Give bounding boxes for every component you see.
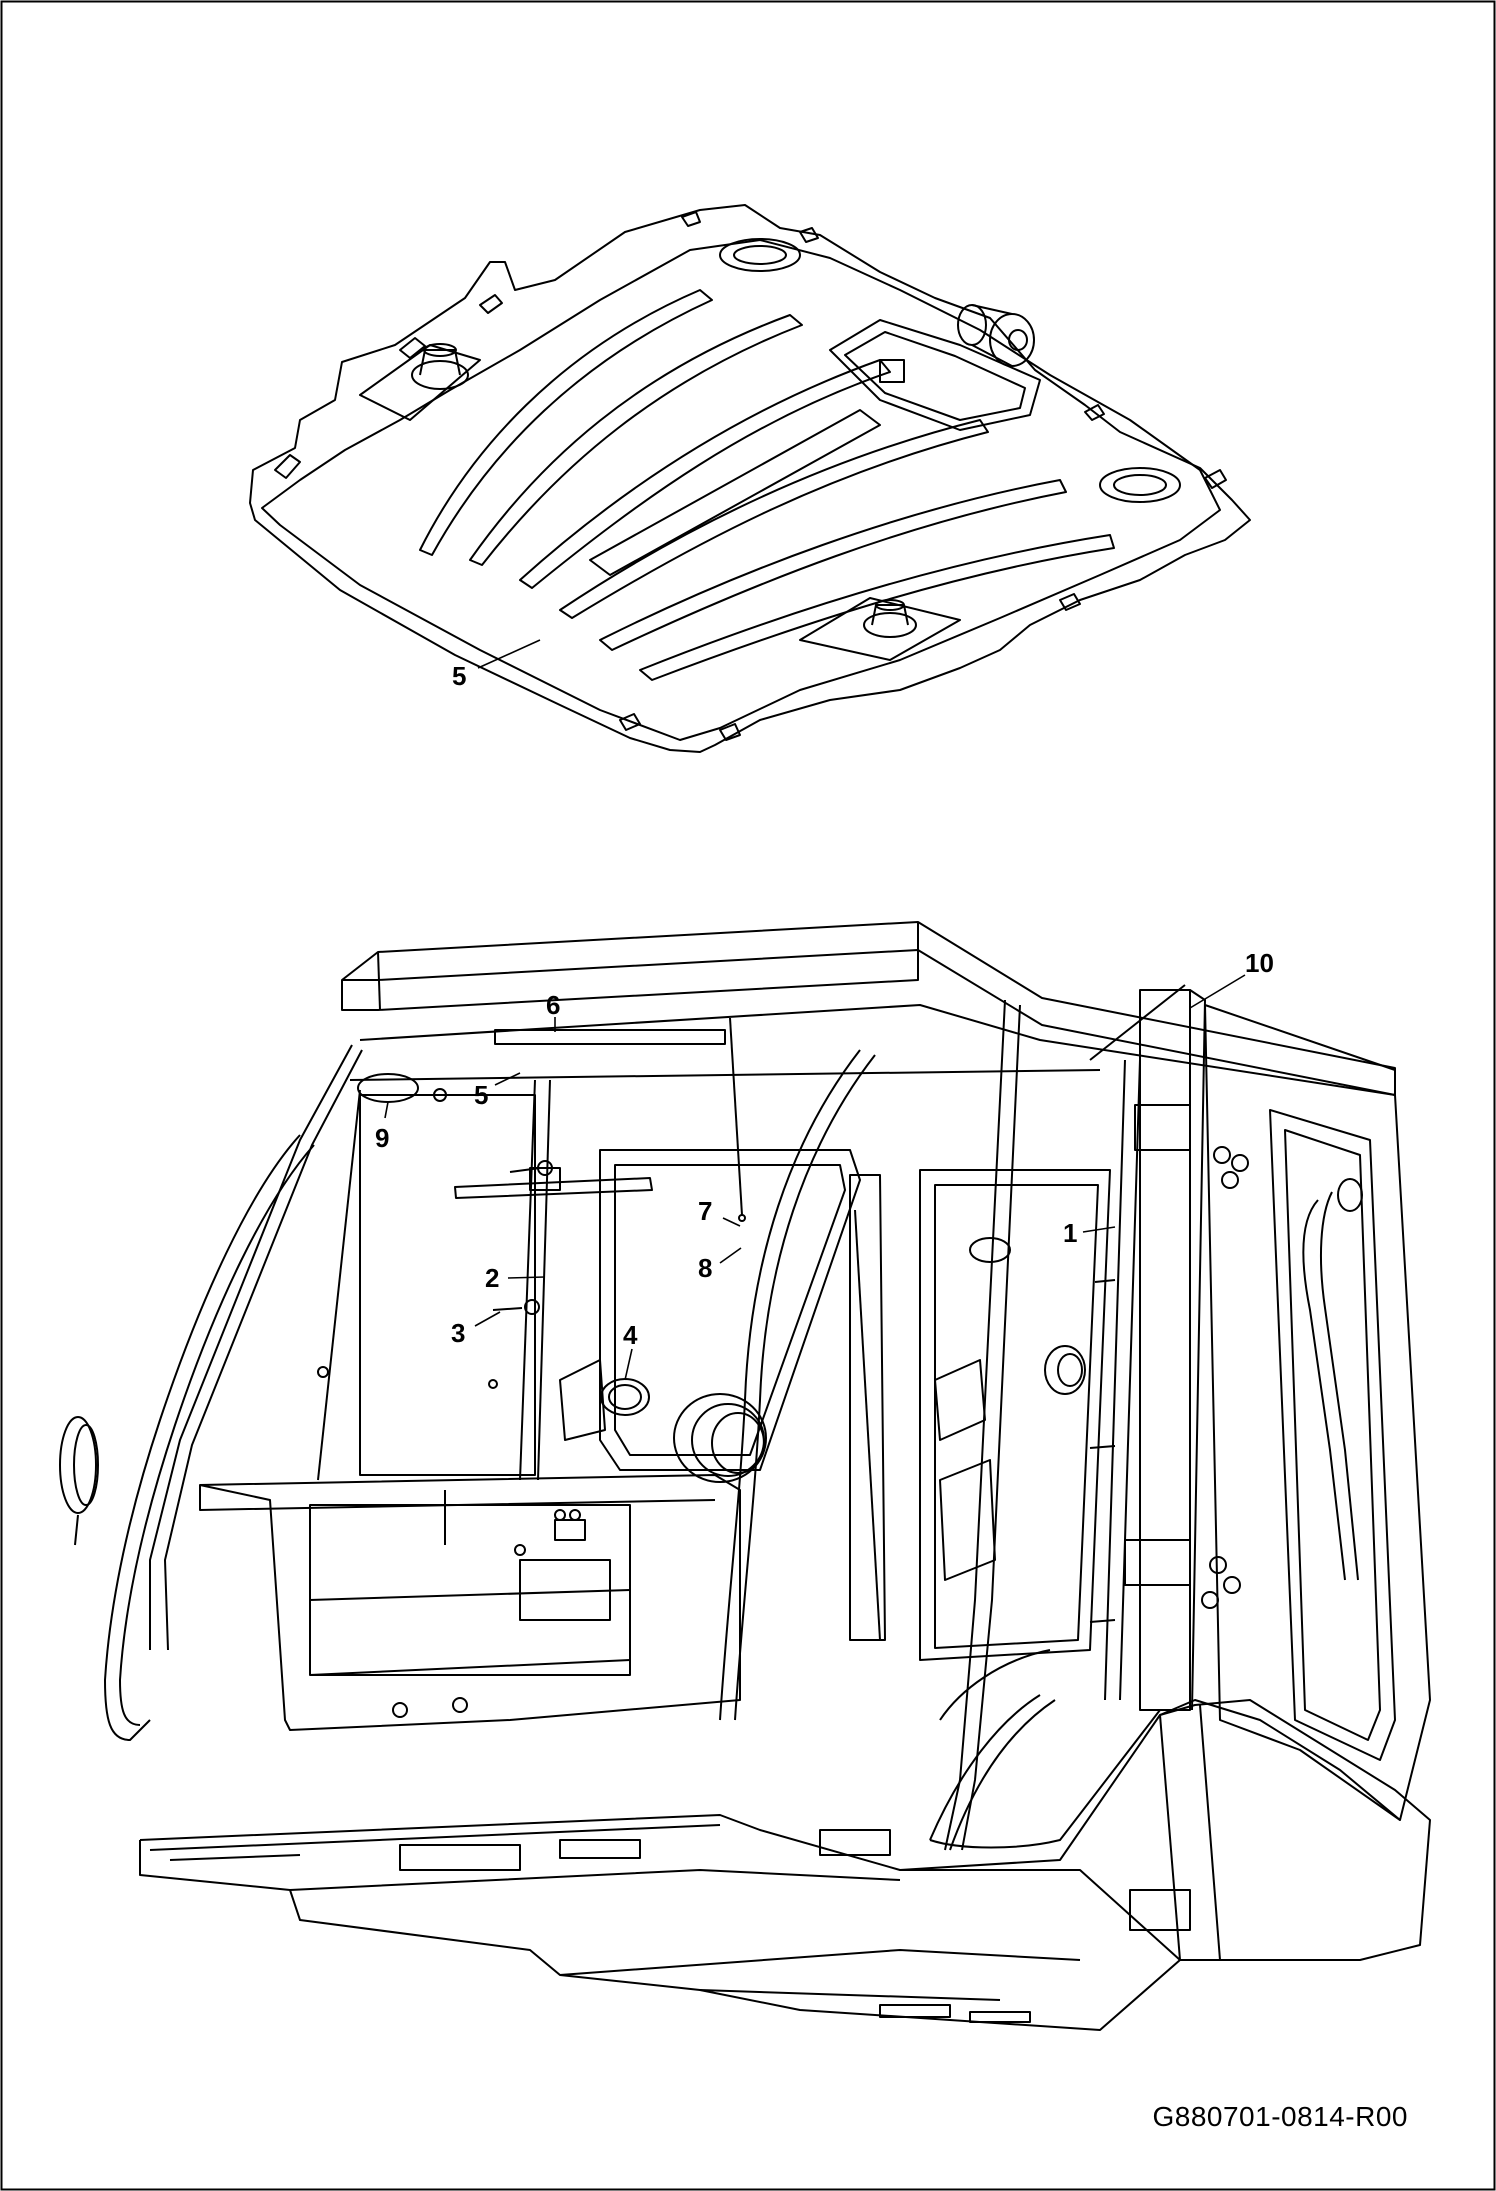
callout-10: 10 xyxy=(1245,948,1274,978)
callout-4: 4 xyxy=(623,1320,638,1350)
leader-line-7 xyxy=(722,1217,741,1227)
document-id: G880701-0814-R00 xyxy=(1152,2101,1408,2132)
leader-line-4 xyxy=(624,1348,633,1381)
leader-line-1 xyxy=(1082,1226,1116,1233)
leader-line-9 xyxy=(384,1101,389,1119)
cab-assembly-drawing xyxy=(59,921,1431,2031)
leader-line-2 xyxy=(507,1276,546,1279)
roof-headliner-drawing xyxy=(249,204,1251,753)
leader-line-5-top xyxy=(477,639,541,669)
callout-2: 2 xyxy=(485,1263,500,1293)
leader-line-3 xyxy=(474,1311,501,1327)
leader-lines xyxy=(384,974,1246,1381)
callout-7: 7 xyxy=(698,1196,713,1226)
leader-line-8 xyxy=(719,1247,742,1264)
callout-8: 8 xyxy=(698,1253,713,1283)
leader-line-5-bottom xyxy=(494,1072,521,1086)
callout-3: 3 xyxy=(451,1318,466,1348)
leader-line-10 xyxy=(1189,974,1246,1009)
callout-9: 9 xyxy=(375,1123,390,1153)
callout-5-bottom: 5 xyxy=(474,1080,489,1110)
callout-1: 1 xyxy=(1063,1218,1078,1248)
callout-5-top: 5 xyxy=(452,661,467,691)
callout-6: 6 xyxy=(546,990,561,1020)
